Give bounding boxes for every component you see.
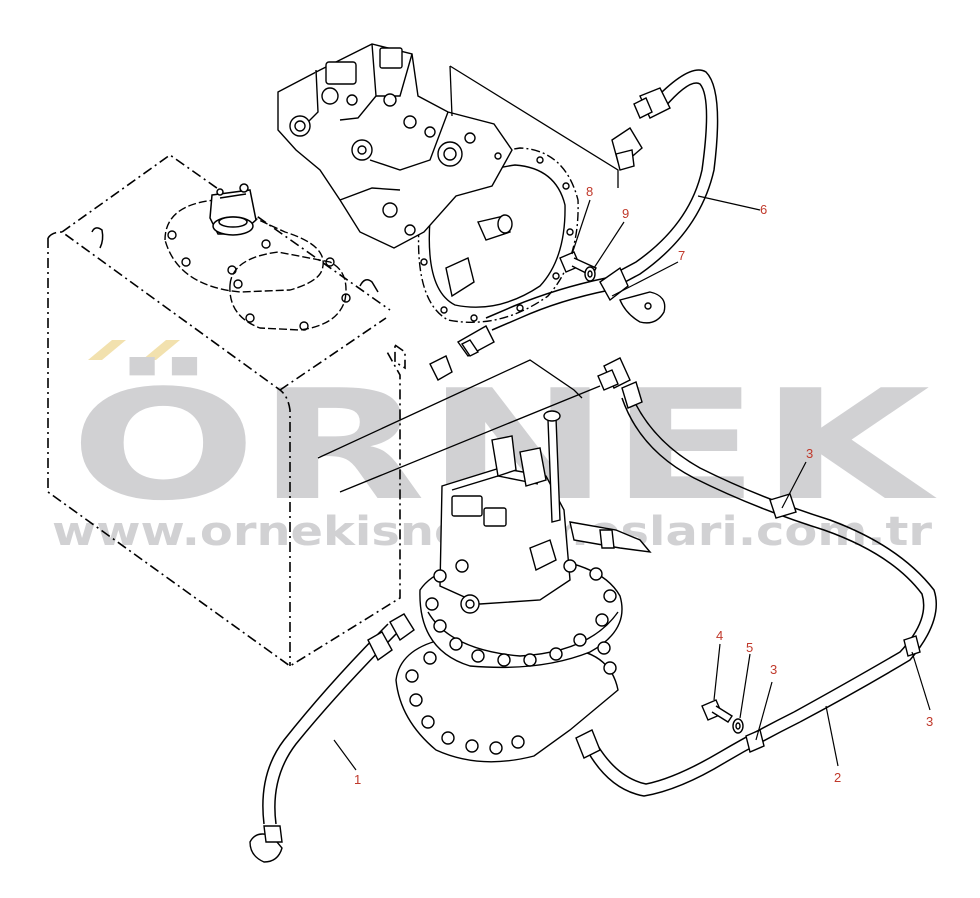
guide-line-lower <box>339 385 601 493</box>
callout-6: 6 <box>760 202 767 217</box>
callout-3-right: 3 <box>926 714 933 729</box>
tank-hook-right <box>359 279 379 293</box>
hose-3-upper <box>621 391 938 723</box>
callout-4: 4 <box>716 628 723 643</box>
callout-5: 5 <box>746 640 753 655</box>
guide-line-upper <box>317 359 583 459</box>
watermark-accent-right <box>142 340 180 360</box>
callout-1: 1 <box>354 772 361 787</box>
watermark-accent-left <box>88 340 126 360</box>
callout-7: 7 <box>678 248 685 263</box>
callout-3-top: 3 <box>806 446 813 461</box>
hose-right-fittings <box>575 357 921 759</box>
tank-hook-left <box>91 227 104 249</box>
bolt-4 <box>701 699 733 723</box>
callout-labels: 1 2 3 3 3 4 5 6 7 8 9 <box>354 184 933 787</box>
swing-motor <box>395 410 652 763</box>
washer-5 <box>732 718 744 734</box>
hose-6-fittings <box>429 87 671 381</box>
pump-leader-bracket <box>449 65 619 188</box>
callout-leaders <box>333 195 931 771</box>
callout-8: 8 <box>586 184 593 199</box>
hydraulic-tank <box>47 154 406 667</box>
callout-3-middle: 3 <box>770 662 777 677</box>
main-pump <box>277 43 579 323</box>
hose-2-lower <box>587 711 801 797</box>
callout-2: 2 <box>834 770 841 785</box>
tank-top-plates <box>164 199 351 331</box>
filler-cap <box>209 183 257 236</box>
pump-leader-vertical <box>449 65 453 117</box>
washer-9 <box>584 266 596 282</box>
callout-9: 9 <box>622 206 629 221</box>
clamp-7 <box>619 291 666 324</box>
hose-6 <box>485 69 719 331</box>
hose-1-fittings <box>249 613 415 863</box>
hose-1 <box>262 623 401 825</box>
